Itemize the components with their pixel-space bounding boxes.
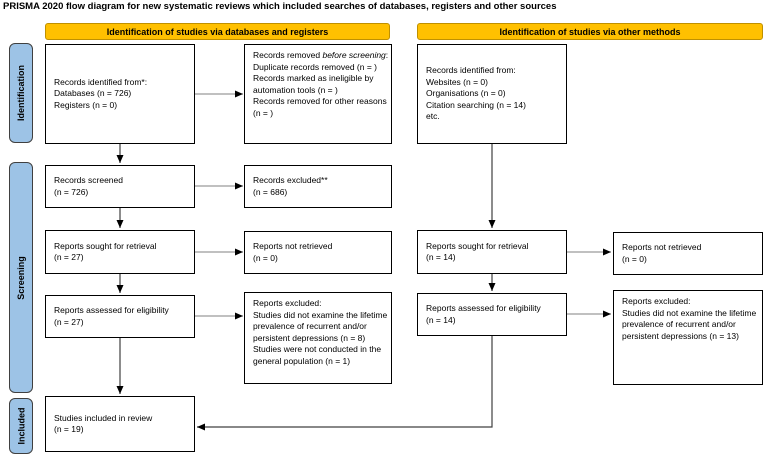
box-item: Studies did not examine the lifetime pre…	[622, 307, 757, 341]
box-reports-assessed-db: Reports assessed for eligibility (n = 27…	[45, 295, 195, 338]
box-line: Reports sought for retrieval	[426, 240, 529, 251]
phase-screening-label: Screening	[16, 255, 27, 300]
box-reports-sought-other: Reports sought for retrieval (n = 14)	[417, 230, 567, 274]
phase-included: Included	[9, 398, 33, 454]
box-line: Reports not retrieved	[622, 242, 702, 252]
box-item: Websites (n = 0)	[426, 76, 488, 87]
box-item: Duplicate records removed (n = )	[253, 61, 378, 72]
box-records-removed: Records removed before screening: Duplic…	[244, 44, 392, 144]
header-other-methods: Identification of studies via other meth…	[417, 23, 763, 40]
box-studies-included: Studies included in review (n = 19)	[45, 396, 195, 452]
box-heading: Records removed before screening:	[253, 50, 389, 60]
header-databases-registers: Identification of studies via databases …	[45, 23, 390, 40]
box-records-excluded: Records excluded** (n = 686)	[244, 165, 392, 208]
box-line: Studies included in review	[54, 412, 153, 423]
box-item: Organisations (n = 0)	[426, 88, 506, 99]
box-line: Reports assessed for eligibility	[426, 303, 541, 313]
box-heading: Records identified from:	[426, 65, 516, 76]
phase-identification-label: Identification	[16, 65, 26, 121]
box-line: Records excluded**	[253, 175, 328, 185]
box-item: Studies were not conducted in the genera…	[253, 344, 382, 366]
phase-identification: Identification	[9, 43, 33, 143]
box-line: (n = 686)	[253, 186, 288, 197]
diagram-title: PRISMA 2020 flow diagram for new systema…	[3, 1, 557, 12]
header-other-methods-label: Identification of studies via other meth…	[499, 26, 681, 37]
box-reports-assessed-other: Reports assessed for eligibility (n = 14…	[417, 293, 567, 336]
box-line: (n = 14)	[426, 252, 456, 262]
box-line: (n = 27)	[54, 316, 84, 327]
box-reports-not-retrieved-db: Reports not retrieved (n = 0)	[244, 231, 392, 274]
box-heading: Reports excluded:	[622, 296, 691, 306]
box-line: Reports assessed for eligibility	[54, 305, 169, 315]
phase-included-label: Included	[16, 407, 27, 445]
box-heading: Records identified from*:	[54, 76, 148, 87]
box-reports-sought-db: Reports sought for retrieval (n = 27)	[45, 230, 195, 274]
box-reports-excluded-other: Reports excluded: Studies did not examin…	[613, 290, 763, 385]
box-heading: Reports excluded:	[253, 298, 322, 308]
phase-screening: Screening	[9, 162, 33, 393]
box-item: Registers (n = 0)	[54, 99, 118, 110]
box-reports-not-retrieved-other: Reports not retrieved (n = 0)	[613, 232, 763, 275]
box-line: Records screened	[54, 175, 123, 185]
box-records-identified-other: Records identified from: Websites (n = 0…	[417, 44, 567, 144]
box-records-identified-db: Records identified from*: Databases (n =…	[45, 44, 195, 144]
box-line: (n = 0)	[622, 253, 647, 264]
box-item: Studies did not examine the lifetime pre…	[253, 309, 388, 343]
header-databases-registers-label: Identification of studies via databases …	[106, 26, 329, 37]
box-item: etc.	[426, 111, 440, 122]
box-reports-excluded-db: Reports excluded: Studies did not examin…	[244, 292, 392, 384]
box-line: (n = 27)	[54, 252, 84, 262]
box-records-screened: Records screened (n = 726)	[45, 165, 195, 208]
box-item: Citation searching (n = 14)	[426, 99, 526, 110]
box-line: (n = 726)	[54, 186, 89, 197]
box-line: Reports sought for retrieval	[54, 240, 157, 251]
box-line: (n = 14)	[426, 314, 456, 325]
box-line: (n = 0)	[253, 252, 278, 263]
box-item: Records marked as ineligible by automati…	[253, 73, 374, 95]
box-line: Reports not retrieved	[253, 241, 333, 251]
box-line: (n = 19)	[54, 424, 84, 434]
box-item: Databases (n = 726)	[54, 88, 132, 99]
box-item: Records removed for other reasons (n = )	[253, 96, 387, 118]
